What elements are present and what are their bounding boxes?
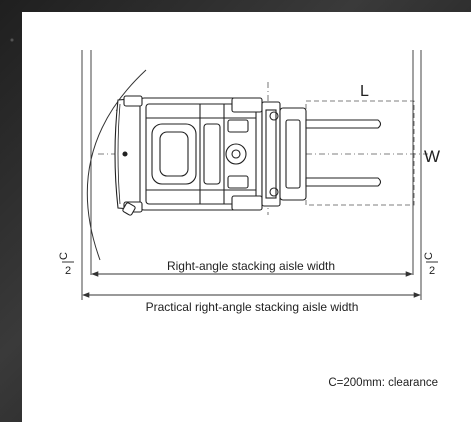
clearance-note: C=200mm: clearance	[328, 377, 438, 389]
inner-width-label: Right-angle stacking aisle width	[167, 259, 335, 273]
label-W: W	[424, 147, 440, 166]
clearance-fraction-left: C 2	[58, 252, 74, 277]
frac-left-num: C	[58, 252, 70, 260]
forklift-top-view	[114, 95, 382, 216]
load-outline	[305, 100, 415, 206]
label-L: L	[360, 83, 369, 100]
clearance-fraction-right: C 2	[423, 252, 438, 277]
turning-radius-arc	[86, 69, 147, 261]
frac-right-num: C	[423, 252, 435, 260]
diagram-panel	[22, 12, 471, 422]
outer-width-label: Practical right-angle stacking aisle wid…	[146, 300, 359, 314]
frac-right-den: 2	[429, 265, 435, 277]
frac-left-den: 2	[65, 265, 71, 277]
